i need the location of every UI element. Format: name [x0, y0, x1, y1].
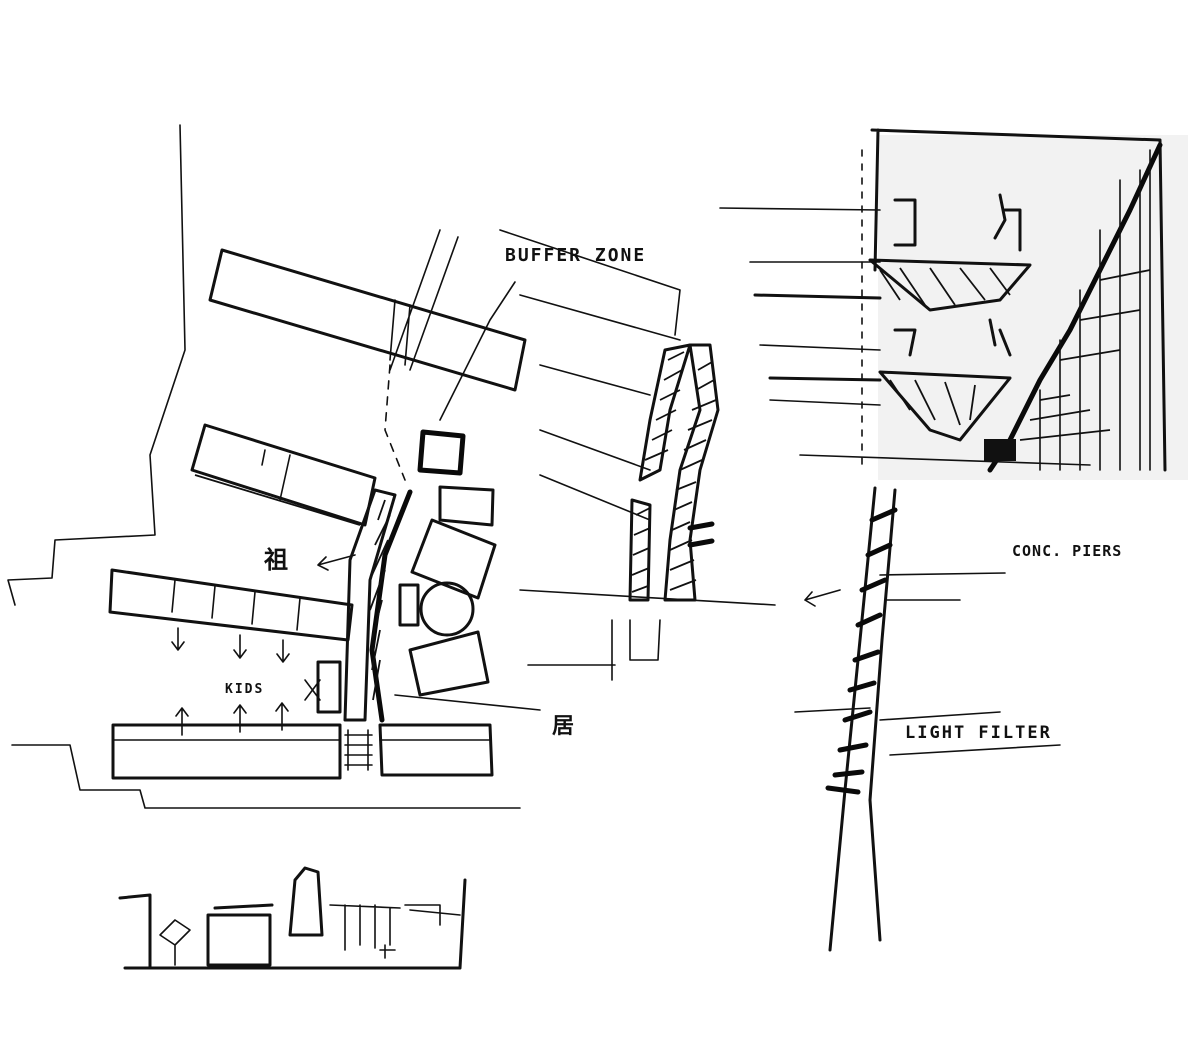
light-filter-sketch [794, 486, 1061, 952]
kanji-left-label: 祖 [264, 546, 288, 574]
light-filter-label: LIGHT FILTER [905, 723, 1052, 743]
central-spine [343, 488, 397, 722]
top-slab [208, 248, 527, 392]
site-boundary [7, 124, 521, 809]
kids-label: KIDS [225, 682, 265, 697]
perspective-sketch [719, 128, 1188, 480]
box-tilted [410, 518, 497, 600]
plan-sketch [7, 124, 541, 809]
hatched-wall-right [663, 343, 720, 602]
middle-slab [190, 423, 377, 527]
lower-slab [108, 568, 354, 642]
buffer-zone-label: BUFFER ZONE [505, 245, 647, 266]
box-square [417, 429, 466, 476]
conc-piers-label: CONC. PIERS [1012, 542, 1123, 560]
section-sketch [499, 229, 776, 681]
kanji-mid-label: 居 [552, 714, 575, 739]
bottom-slab [111, 723, 494, 780]
elevation-sketch [118, 866, 467, 970]
round-object [419, 581, 475, 637]
